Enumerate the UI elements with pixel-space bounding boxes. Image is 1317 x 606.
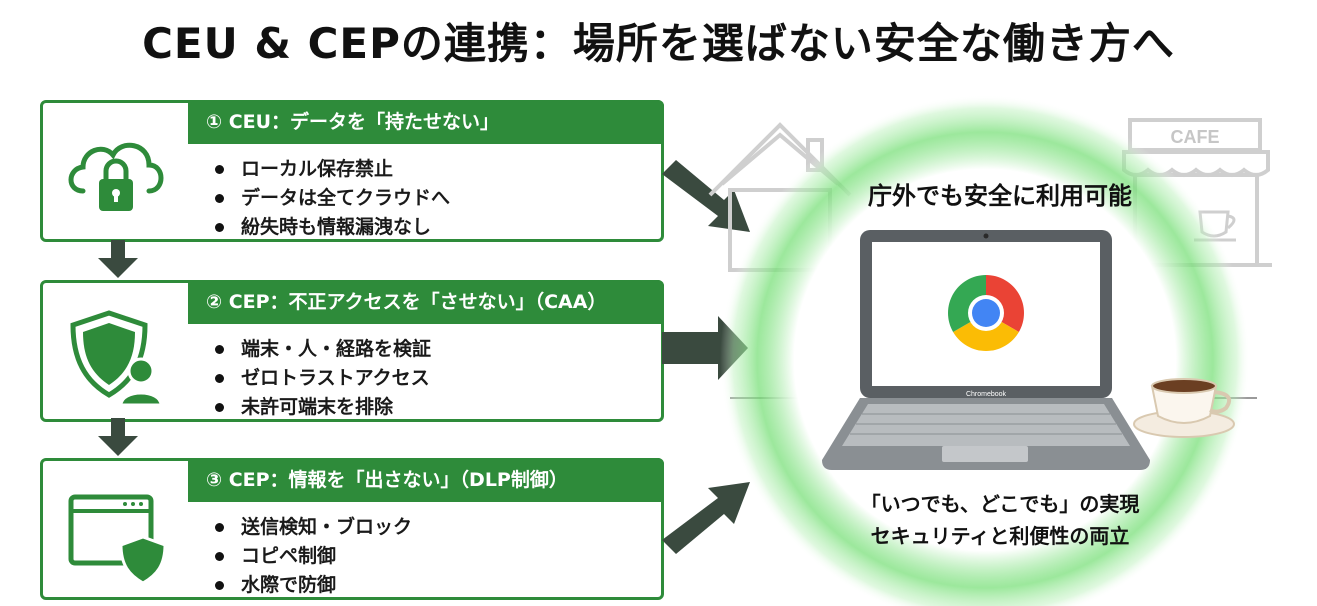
laptop	[822, 230, 1150, 470]
cloud-lock-icon	[68, 142, 164, 211]
cep-dlp-card-header: ③ CEP：情報を「出さない」（DLP制御）	[188, 458, 664, 502]
window-shield-icon	[68, 494, 167, 583]
list-item: 端末・人・経路を検証	[211, 335, 431, 364]
chrome-logo-icon	[948, 275, 1024, 351]
ceu-card-header: ① CEU：データを「持たせない」	[188, 100, 664, 144]
ceu-bullet-list: ローカル保存禁止 データは全てクラウドへ 紛失時も情報漏洩なし	[211, 155, 450, 242]
list-item: ゼロトラストアクセス	[211, 364, 431, 393]
list-item: 未許可端末を排除	[211, 393, 431, 422]
coffee-cup-icon	[1133, 378, 1235, 438]
cafe-sign: CAFE	[1171, 127, 1220, 147]
arrow-to-laptop-icon	[662, 482, 750, 554]
cep-dlp-card: ③ CEP：情報を「出さない」（DLP制御） 送信検知・ブロック コピペ制御 水…	[40, 458, 664, 600]
cep-caa-bullet-list: 端末・人・経路を検証 ゼロトラストアクセス 未許可端末を排除	[211, 335, 431, 422]
cafe-cup-icon	[1194, 210, 1236, 242]
list-item: 送信検知・ブロック	[211, 513, 412, 542]
down-arrow-icon	[98, 240, 138, 278]
list-item: 水際で防御	[211, 571, 412, 600]
page-title: CEU & CEPの連携：場所を選ばない安全な働き方へ	[142, 19, 1175, 68]
cep-caa-card-header: ② CEP：不正アクセスを「させない」（CAA）	[188, 280, 664, 324]
list-item: ローカル保存禁止	[211, 155, 450, 184]
scene-caption-top: 庁外でも安全に利用可能	[868, 182, 1132, 210]
arrow-to-laptop-icon	[662, 316, 748, 380]
arrow-to-laptop-icon	[662, 160, 750, 232]
list-item: データは全てクラウドへ	[211, 184, 450, 213]
scene-caption-line-2: セキュリティと利便性の両立	[870, 524, 1130, 548]
laptop-brand: Chromebook	[966, 391, 1007, 398]
down-arrow-icon	[98, 418, 138, 456]
list-item: コピペ制御	[211, 542, 412, 571]
cep-caa-card: ② CEP：不正アクセスを「させない」（CAA） 端末・人・経路を検証 ゼロトラ…	[40, 280, 664, 422]
scene-caption-line-1: 「いつでも、どこでも」の実現	[860, 492, 1140, 516]
ceu-card: ① CEU：データを「持たせない」 ローカル保存禁止 データは全てクラウドへ 紛…	[40, 100, 664, 242]
cep-dlp-bullet-list: 送信検知・ブロック コピペ制御 水際で防御	[211, 513, 412, 600]
scene-caption-bottom: 「いつでも、どこでも」の実現 セキュリティと利便性の両立	[800, 488, 1200, 552]
list-item: 紛失時も情報漏洩なし	[211, 213, 450, 242]
shield-user-icon	[70, 310, 163, 405]
